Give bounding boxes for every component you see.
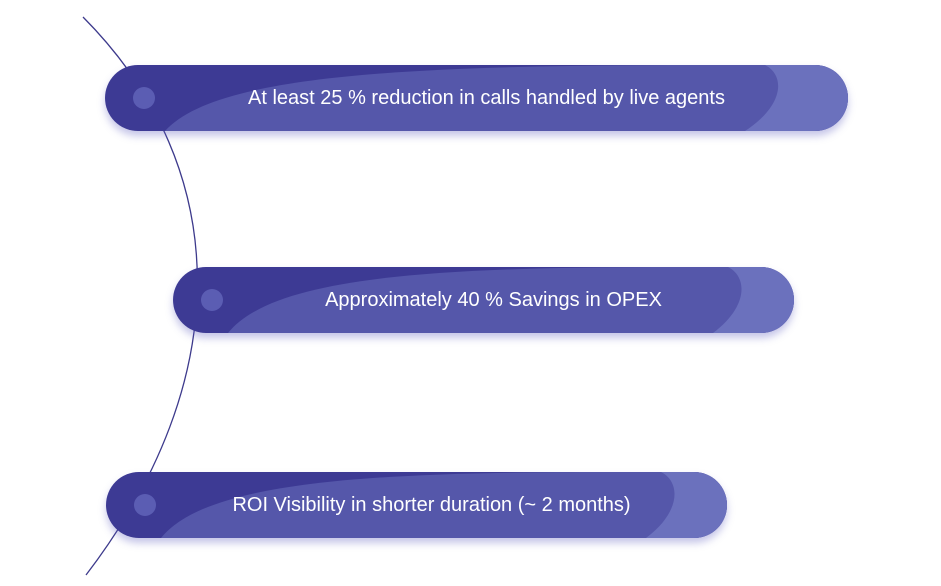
bullet-dot-icon bbox=[133, 87, 155, 109]
benefit-pill-opex-savings: Approximately 40 % Savings in OPEX bbox=[173, 267, 794, 333]
benefit-label: Approximately 40 % Savings in OPEX bbox=[325, 289, 662, 311]
benefit-pill-roi-visibility: ROI Visibility in shorter duration (~ 2 … bbox=[106, 472, 727, 538]
pill-background bbox=[106, 472, 727, 538]
bullet-dot-icon bbox=[134, 494, 156, 516]
pill-background bbox=[173, 267, 794, 333]
pill-background bbox=[105, 65, 848, 131]
benefit-label: At least 25 % reduction in calls handled… bbox=[248, 87, 725, 109]
benefit-label: ROI Visibility in shorter duration (~ 2 … bbox=[232, 494, 631, 516]
bullet-dot-icon bbox=[201, 289, 223, 311]
benefit-pill-call-reduction: At least 25 % reduction in calls handled… bbox=[105, 65, 848, 131]
